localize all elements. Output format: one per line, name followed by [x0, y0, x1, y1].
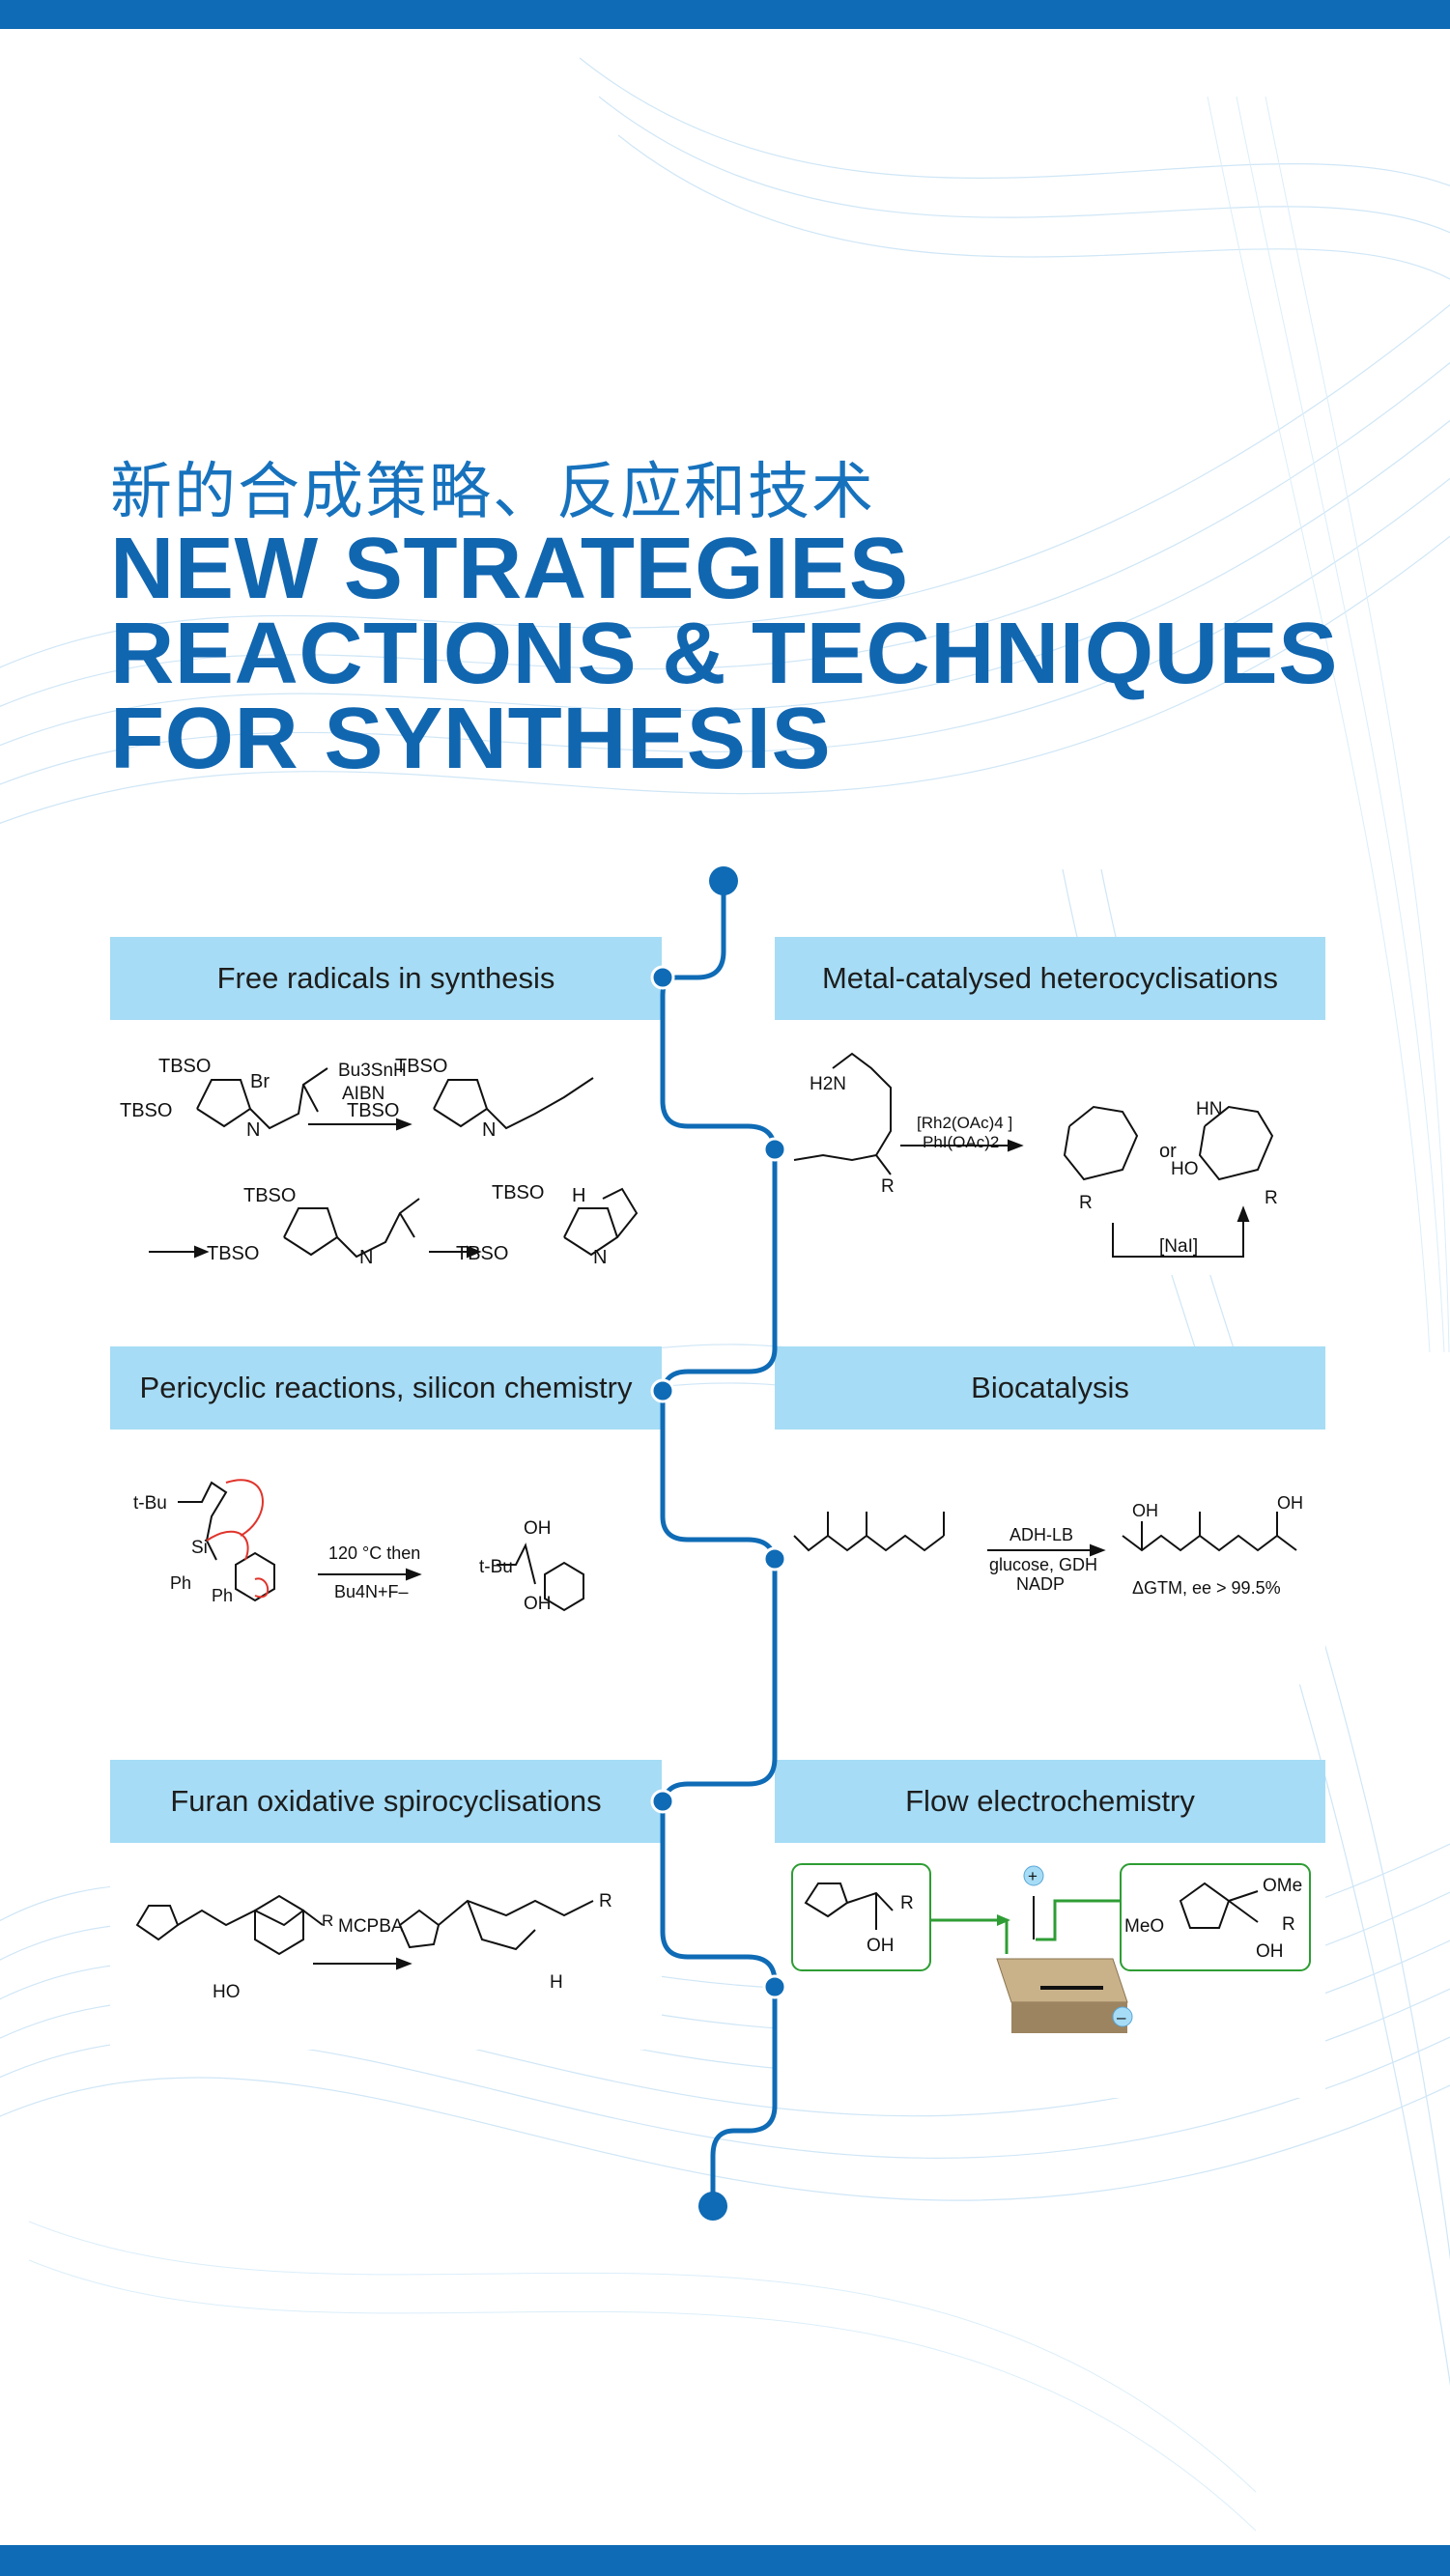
svg-text:OH: OH	[1256, 1941, 1284, 1962]
svg-text:AIBN: AIBN	[342, 1084, 384, 1104]
svg-text:NADP: NADP	[1016, 1574, 1065, 1594]
svg-text:TBSO: TBSO	[158, 1056, 211, 1077]
svg-text:PhI(OAc)2: PhI(OAc)2	[923, 1133, 999, 1151]
topic-header: Furan oxidative spirocyclisations	[110, 1760, 662, 1843]
svg-text:H: H	[550, 1972, 563, 1993]
svg-text:or: or	[1159, 1141, 1177, 1162]
svg-text:TBSO: TBSO	[207, 1243, 259, 1264]
svg-text:Bu3SnH: Bu3SnH	[338, 1061, 407, 1081]
svg-text:t-Bu: t-Bu	[133, 1493, 167, 1514]
topic-header: Metal-catalysed heterocyclisations	[775, 937, 1325, 1020]
topic-header: Flow electrochemistry	[775, 1760, 1325, 1843]
svg-text:Si: Si	[191, 1538, 208, 1558]
svg-text:–: –	[1117, 2008, 1126, 2026]
svg-text:Br: Br	[250, 1071, 270, 1092]
svg-text:OH: OH	[524, 1518, 552, 1539]
title-line-1: NEW STRATEGIES	[110, 521, 909, 617]
svg-text:R: R	[1282, 1914, 1295, 1935]
svg-text:glucose, GDH: glucose, GDH	[989, 1555, 1097, 1574]
topic-flow-electrochemistry: Flow electrochemistry + – R OH MeO	[775, 1760, 1325, 2098]
svg-text:R: R	[1265, 1188, 1278, 1208]
svg-text:R: R	[881, 1176, 895, 1197]
svg-text:HO: HO	[213, 1982, 241, 2002]
svg-text:MCPBA: MCPBA	[338, 1916, 404, 1937]
svg-text:TBSO: TBSO	[456, 1243, 508, 1264]
svg-text:TBSO: TBSO	[492, 1182, 544, 1203]
svg-text:OH: OH	[524, 1594, 552, 1614]
svg-text:N: N	[359, 1247, 373, 1268]
top-bar	[0, 0, 1450, 29]
svg-text:R: R	[599, 1891, 612, 1911]
title-line-2: REACTIONS & TECHNIQUES	[110, 606, 1339, 702]
bottom-bar	[0, 2545, 1450, 2576]
svg-text:t-Bu: t-Bu	[479, 1557, 513, 1577]
svg-text:120 °C then: 120 °C then	[328, 1543, 420, 1563]
topic-header: Pericyclic reactions, silicon chemistry	[110, 1346, 662, 1430]
svg-text:HN: HN	[1196, 1099, 1222, 1119]
svg-text:Ph: Ph	[170, 1573, 191, 1593]
svg-text:OH: OH	[867, 1936, 895, 1956]
biocatalysis-scheme: ADH-LB glucose, GDH NADP ΔGTM, ee > 99.5…	[793, 1493, 1303, 1598]
svg-text:[Rh2(OAc)4 ]: [Rh2(OAc)4 ]	[917, 1114, 1012, 1132]
svg-text:TBSO: TBSO	[347, 1100, 399, 1121]
topic-metal-catalysed: Metal-catalysed heterocyclisations H2N […	[775, 937, 1325, 1275]
svg-text:N: N	[246, 1119, 260, 1141]
metal-catalysed-scheme: H2N [Rh2(OAc)4 ] PhI(OAc)2 or [NaI] HN H…	[793, 1052, 1278, 1258]
svg-text:N: N	[482, 1119, 496, 1141]
pericyclic-scheme: t-Bu Si Ph Ph 120 °C then Bu4N+F– t-Bu O…	[133, 1479, 584, 1614]
title-chinese: 新的合成策略、反应和技术	[110, 457, 875, 528]
svg-text:H: H	[572, 1185, 585, 1206]
furan-scheme: HO R MCPBA H R	[135, 1891, 612, 2002]
topic-header: Free radicals in synthesis	[110, 937, 662, 1020]
svg-text:TBSO: TBSO	[120, 1100, 172, 1121]
svg-text:ΔGTM, ee > 99.5%: ΔGTM, ee > 99.5%	[1132, 1578, 1281, 1598]
topic-biocatalysis: Biocatalysis ADH-LB glucose, GDH NADP ΔG…	[775, 1346, 1325, 1684]
svg-text:OMe: OMe	[1263, 1876, 1302, 1896]
svg-text:R: R	[322, 1911, 333, 1930]
topic-free-radicals: Free radicals in synthesis TBSO TBSO Br …	[110, 937, 662, 1275]
title-line-3: FOR SYNTHESIS	[110, 691, 832, 787]
svg-text:OH: OH	[1132, 1501, 1158, 1520]
svg-text:N: N	[593, 1247, 607, 1268]
svg-text:[NaI]: [NaI]	[1159, 1236, 1198, 1257]
topic-furan-spirocyclisations: Furan oxidative spirocyclisations HO R M…	[110, 1760, 662, 2050]
svg-text:MeO: MeO	[1124, 1916, 1164, 1937]
topic-pericyclic: Pericyclic reactions, silicon chemistry …	[110, 1346, 662, 1684]
flow-electrochemistry-scheme: + – R OH MeO OMe R OH	[791, 1863, 1311, 2033]
svg-text:H2N: H2N	[810, 1074, 846, 1094]
topic-header: Biocatalysis	[775, 1346, 1325, 1430]
svg-text:+: +	[1028, 1867, 1038, 1885]
svg-text:HO: HO	[1171, 1159, 1199, 1179]
svg-text:Ph: Ph	[212, 1586, 233, 1605]
svg-text:R: R	[1079, 1193, 1093, 1213]
svg-text:Bu4N+F–: Bu4N+F–	[334, 1582, 409, 1601]
flow-cell	[996, 1958, 1128, 2033]
svg-text:TBSO: TBSO	[243, 1185, 296, 1206]
svg-text:ADH-LB: ADH-LB	[1009, 1525, 1073, 1544]
svg-text:TBSO: TBSO	[395, 1056, 447, 1077]
svg-text:R: R	[900, 1893, 914, 1913]
svg-text:OH: OH	[1277, 1493, 1303, 1513]
free-radicals-scheme: TBSO TBSO Br Bu3SnH AIBN N TBSO TBSO N T…	[120, 1056, 639, 1268]
